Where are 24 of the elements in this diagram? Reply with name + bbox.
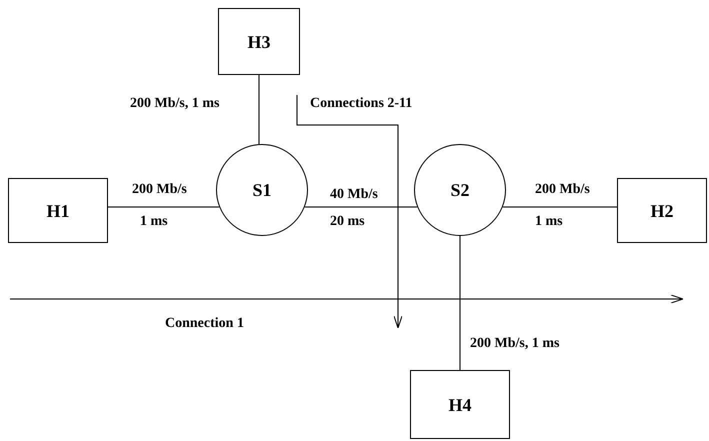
link-label: 20 ms <box>330 213 365 230</box>
node-label: H4 <box>448 396 472 414</box>
node-label: H3 <box>247 32 270 50</box>
link-label: 1 ms <box>535 213 563 230</box>
host-box <box>8 178 108 243</box>
link-label: Connection 1 <box>165 315 244 332</box>
connection-line <box>258 74 260 145</box>
link-label: 200 Mb/s <box>535 181 590 198</box>
node-label: H2 <box>650 202 674 220</box>
host-box <box>410 370 510 439</box>
node-label: H1 <box>46 202 70 220</box>
connection-line <box>108 206 220 208</box>
link-label: 40 Mb/s <box>330 186 378 203</box>
connection-line <box>304 206 418 208</box>
link-label: 200 Mb/s <box>132 181 187 198</box>
link-label: 200 Mb/s, 1 ms <box>130 95 220 112</box>
node-label: S1 <box>252 181 272 199</box>
link-label: Connections 2-11 <box>310 95 412 112</box>
link-label: 1 ms <box>140 213 168 230</box>
node-label: S2 <box>450 181 470 199</box>
host-box <box>617 178 707 243</box>
link-label: 200 Mb/s, 1 ms <box>470 335 560 352</box>
connection-line <box>502 206 618 208</box>
host-box <box>218 8 300 75</box>
